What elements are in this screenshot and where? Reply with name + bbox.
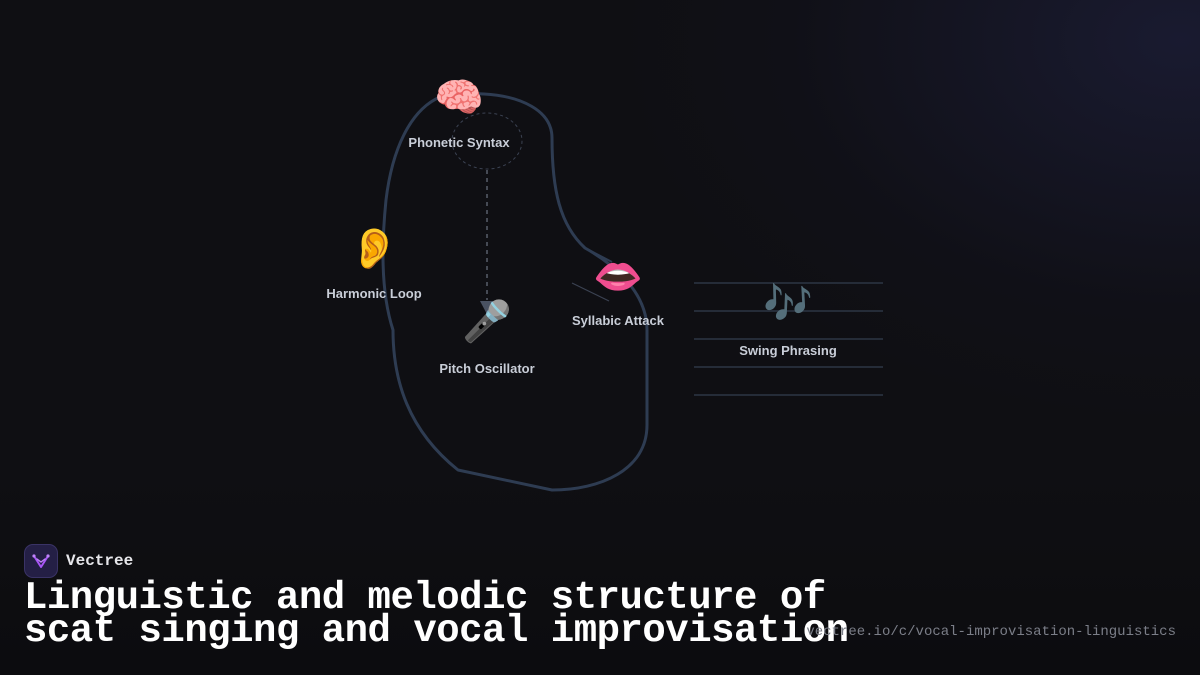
node-label: Swing Phrasing <box>739 343 837 358</box>
page-title-line-2: scat singing and vocal improvisation <box>24 609 849 653</box>
source-url: vectree.io/c/vocal-improvisation-linguis… <box>806 624 1176 640</box>
mouth-connector <box>571 282 610 302</box>
vocal-tract-diagram: 🧠 Phonetic Syntax 👂 Harmonic Loop 🎤 Pitc… <box>326 74 883 492</box>
tract-inner-stroke <box>584 247 613 263</box>
page-title: Linguistic and melodic structure of scat… <box>24 576 849 653</box>
brain-region-ring <box>451 112 523 170</box>
mic-pointer-triangle <box>480 301 498 318</box>
brand-name: Vectree <box>66 552 134 570</box>
node-harmonic-loop: 👂 Harmonic Loop <box>326 225 421 301</box>
brand: Vectree <box>24 544 133 578</box>
vectree-logo-icon <box>24 544 58 578</box>
staff-lines <box>694 282 883 396</box>
musical-notes-icon: 🎶 <box>763 281 813 327</box>
page-title-line-1: Linguistic and melodic structure of <box>24 576 826 620</box>
brain-icon: 🧠 <box>434 75 484 121</box>
node-label: Phonetic Syntax <box>408 135 510 150</box>
node-label: Syllabic Attack <box>571 313 665 328</box>
microphone-icon: 🎤 <box>462 299 512 345</box>
node-syllabic-attack: 👄 Syllabic Attack <box>572 253 664 328</box>
node-swing-phrasing: 🎶 Swing Phrasing <box>739 280 837 358</box>
node-label: Pitch Oscillator <box>439 361 535 376</box>
node-label: Harmonic Loop <box>326 286 422 301</box>
mouth-icon: 👄 <box>593 254 643 300</box>
ear-icon: 👂 <box>349 226 399 272</box>
node-pitch-oscillator: 🎤 Pitch Oscillator <box>439 298 534 376</box>
diagram-lines <box>381 91 883 492</box>
vocal-tract-outline <box>381 91 649 492</box>
node-phonetic-syntax: 🧠 Phonetic Syntax <box>408 74 509 150</box>
